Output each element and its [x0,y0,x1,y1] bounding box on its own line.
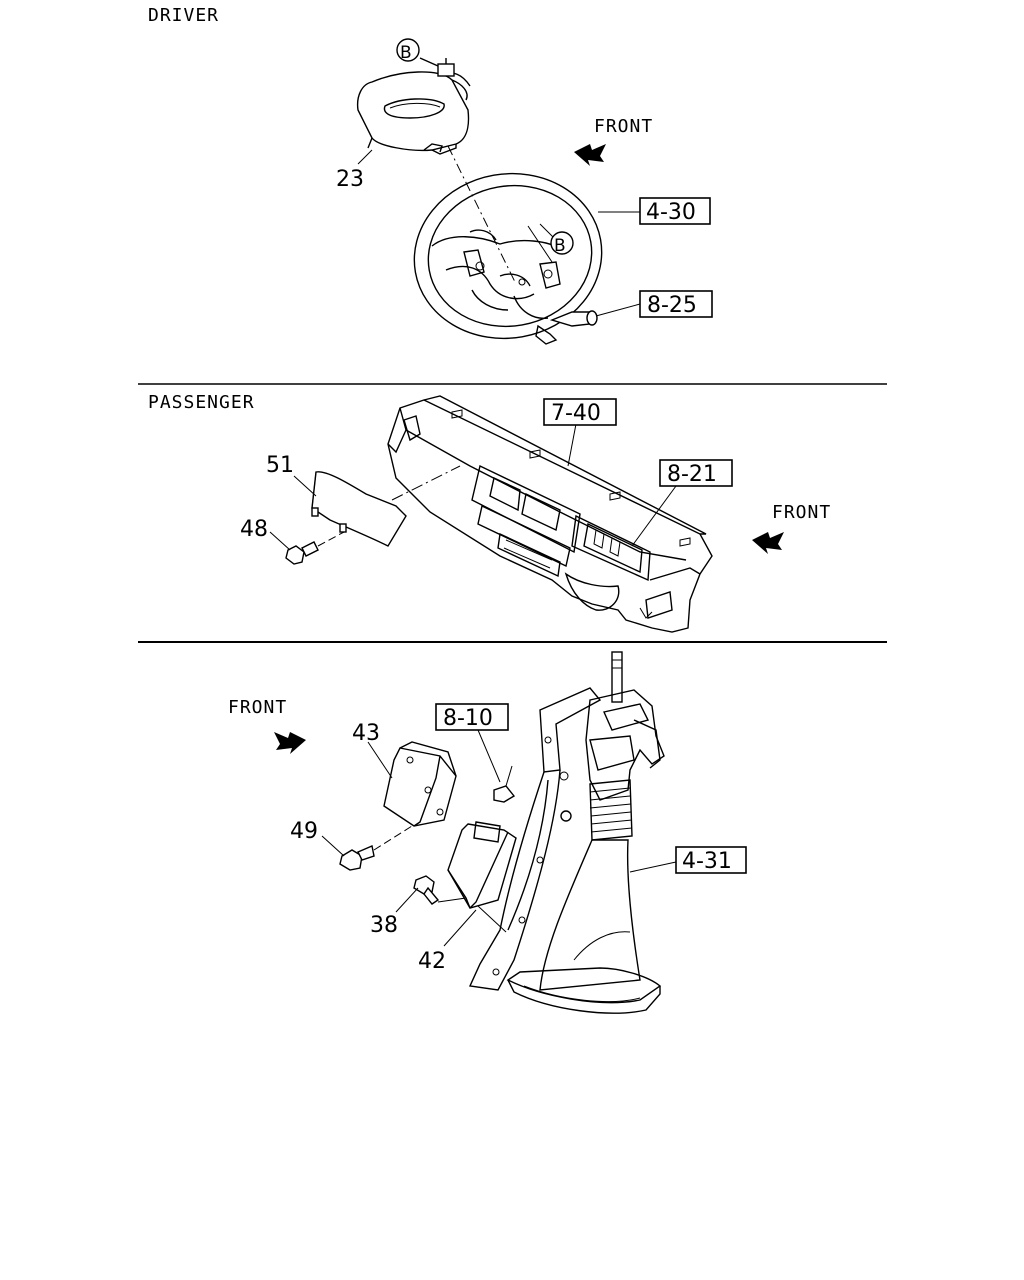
ref-box-8-10 [435,703,509,731]
ref-8-21: 8-21 [667,462,717,487]
front-arrow-driver [574,144,606,166]
callout-42: 42 [418,949,446,974]
ref-box-7-40 [543,398,617,426]
leader-8-25 [595,303,641,317]
callout-38: 38 [370,913,398,938]
connector-mark-b-wheel-letter: B [554,236,566,256]
centerline-passenger-airbag [391,465,461,501]
ref-7-40: 7-40 [551,401,601,426]
steering-wheel [413,172,603,345]
leader-4-31 [629,861,677,873]
front-label-column: FRONT [228,697,287,718]
sensor-8-10 [493,765,516,803]
ref-8-25: 8-25 [647,293,697,318]
leader-23 [357,149,373,165]
bolt-49-path [373,825,413,851]
bolt-48 [285,541,319,565]
connector-line-42 [477,905,507,933]
bolt-48-path [317,531,345,547]
front-arrow-column [274,732,306,754]
ref-box-4-31 [675,846,747,874]
passenger-airbag-module [311,471,407,547]
ref-4-30: 4-30 [646,200,696,225]
bolt-49 [339,845,375,871]
connector-mark-b-wheel [550,231,574,255]
front-label-driver: FRONT [594,116,653,137]
callout-49: 49 [290,819,318,844]
callout-51: 51 [266,453,294,478]
bolt-38-path [437,897,467,903]
ref-4-31: 4-31 [682,849,732,874]
section-title-driver: DRIVER [148,5,219,26]
instrument-panel [387,395,713,633]
bolt-38 [413,875,440,905]
ref-box-8-25 [639,290,713,318]
connector-mark-b-top-letter: B [400,43,412,63]
callout-23: 23 [336,167,364,192]
leader-7-40 [567,423,577,467]
bracket-43 [383,741,457,827]
leader-49 [321,835,345,857]
callout-43: 43 [352,721,380,746]
callout-48: 48 [240,517,268,542]
leader-8-10 [477,729,501,783]
centerline-airbag [447,145,517,285]
leader-43 [367,741,393,779]
leader-b-wheel-1 [527,225,553,263]
ref-box-8-21 [659,459,733,487]
front-arrow-passenger [752,532,784,554]
steering-column-assembly [468,651,665,1014]
leader-38 [395,887,419,913]
leader-42 [443,909,477,947]
ref-box-4-30 [639,197,711,225]
connector-mark-b-top [396,38,420,62]
section-title-passenger: PASSENGER [148,392,255,413]
ref-8-10: 8-10 [443,706,493,731]
control-module-42 [447,821,517,909]
leader-48 [269,531,291,551]
leader-8-21 [631,485,677,547]
front-label-passenger: FRONT [772,502,831,523]
leader-51 [293,475,317,497]
driver-airbag-module [356,57,471,155]
